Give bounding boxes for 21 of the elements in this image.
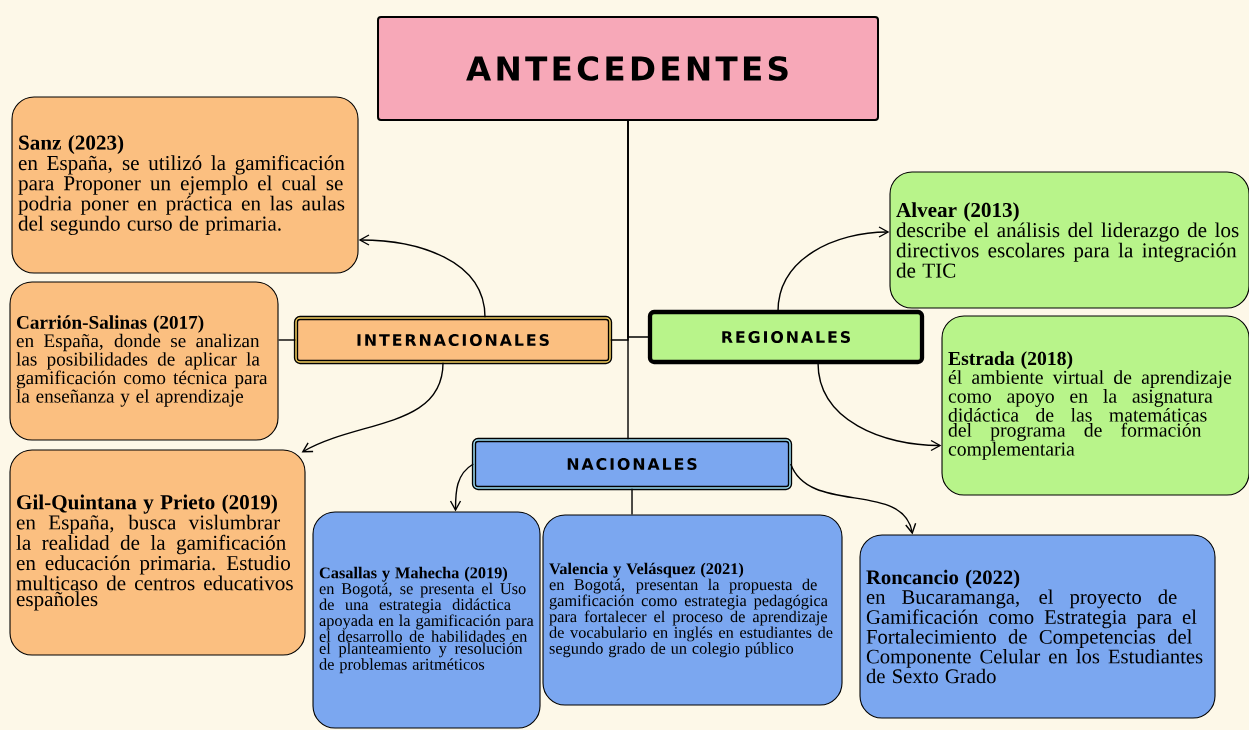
category-box: REGIONALES	[647, 309, 925, 365]
reference-box: Carrión-Salinas (2017) en España, donde se analizan las posibilidades de aplicar la gamificación como técnica para la enseñanza y el aprendizaje	[9, 281, 279, 441]
reference-box: Valencia y Velásquez (2021) en Bogotá, presentan la propuesta de gamificación como estrategia pedagógica para fortalecer el proceso de aprendizaje de vocabulario en inglés en estudiantes de segundo grado de un colegio público	[542, 514, 843, 706]
connector	[449, 463, 474, 512]
reference-box: Estrada (2018) él ambiente virtual de aprendizaje como apoyo en la asignatura didáctica de las matemáticas del programa de formación complementaria	[941, 315, 1249, 496]
category-box: NACIONALES	[471, 437, 793, 491]
title-box: ANTECEDENTES	[377, 16, 879, 121]
connector	[777, 226, 890, 312]
reference-box: Casallas y Mahecha (2019) en Bogotá, se presenta el Uso de una estrategia didáctica apoyada en la gamificación para el desarrollo de habilidades en el planteamiento y resolución de problemas aritméticos	[312, 511, 541, 729]
reference-box: Sanz (2023) en España, se utilizó la gamificación para Proponer un ejemplo el cual se podria poner en práctica en las aulas del segundo curso de primaria.	[11, 96, 359, 274]
connector	[358, 234, 486, 318]
connector	[790, 463, 917, 535]
reference-box: Alvear (2013) describe el análisis del liderazgo de los directivos escolares para la integración de TIC	[889, 171, 1249, 309]
reference-box: Gil-Quintana y Prieto (2019) en España, busca vislumbrar la realidad de la gamificación en educación primaria. Estudio multicaso de centros educativos españoles	[9, 449, 306, 656]
category-box: INTERNACIONALES	[293, 315, 613, 365]
connector	[627, 120, 629, 440]
connector	[277, 339, 296, 341]
reference-box: Roncancio (2022) en Bucaramanga, el proyecto de Gamificación como Estrategia para el Fortalecimiento de Competencias del Componente Celular en los Estudiantes de Sexto Grado	[859, 534, 1216, 719]
connector	[301, 362, 444, 453]
connector	[631, 488, 633, 516]
connector	[817, 362, 942, 452]
